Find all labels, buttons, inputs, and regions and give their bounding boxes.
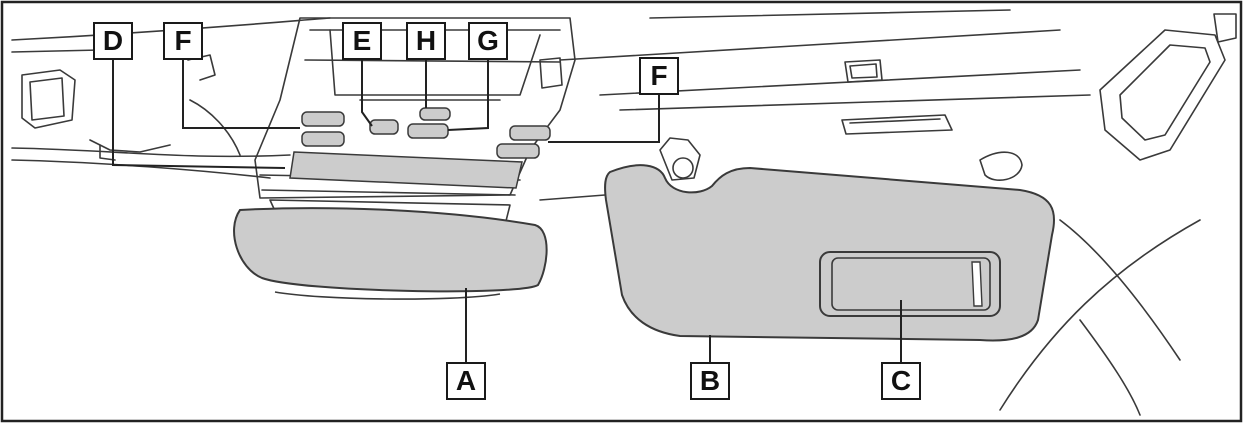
console-button-g: [407, 123, 449, 139]
callout-d: D: [93, 22, 133, 60]
callout-f-right: F: [639, 57, 679, 95]
vanity-mirror-glass: [831, 257, 991, 311]
console-button-f-right-bottom: [496, 143, 540, 159]
callout-c: C: [881, 362, 921, 400]
leader-line-g: [447, 60, 489, 131]
callout-b: B: [690, 362, 730, 400]
console-buttons: [289, 107, 551, 189]
console-button-e: [369, 119, 399, 135]
console-button-h: [419, 107, 451, 121]
rearview-mirror-a: [233, 207, 548, 293]
leader-line-f-left: [182, 60, 300, 129]
console-button-f-left-bottom: [301, 131, 345, 147]
callout-a: A: [446, 362, 486, 400]
callout-e: E: [342, 22, 382, 60]
console-button-f-right-top: [509, 125, 551, 141]
leader-line-e: [361, 60, 373, 127]
leader-line-f-right: [548, 95, 660, 143]
leader-line-d: [112, 60, 286, 169]
console-button-f-left-top: [301, 111, 345, 127]
leader-lines: [112, 60, 902, 362]
console-lamp-d: [289, 151, 523, 189]
callout-g: G: [468, 22, 508, 60]
vanity-mirror-light: [971, 261, 983, 307]
callout-f-left: F: [163, 22, 203, 60]
callout-h: H: [406, 22, 446, 60]
mirror-mount: [274, 291, 501, 300]
